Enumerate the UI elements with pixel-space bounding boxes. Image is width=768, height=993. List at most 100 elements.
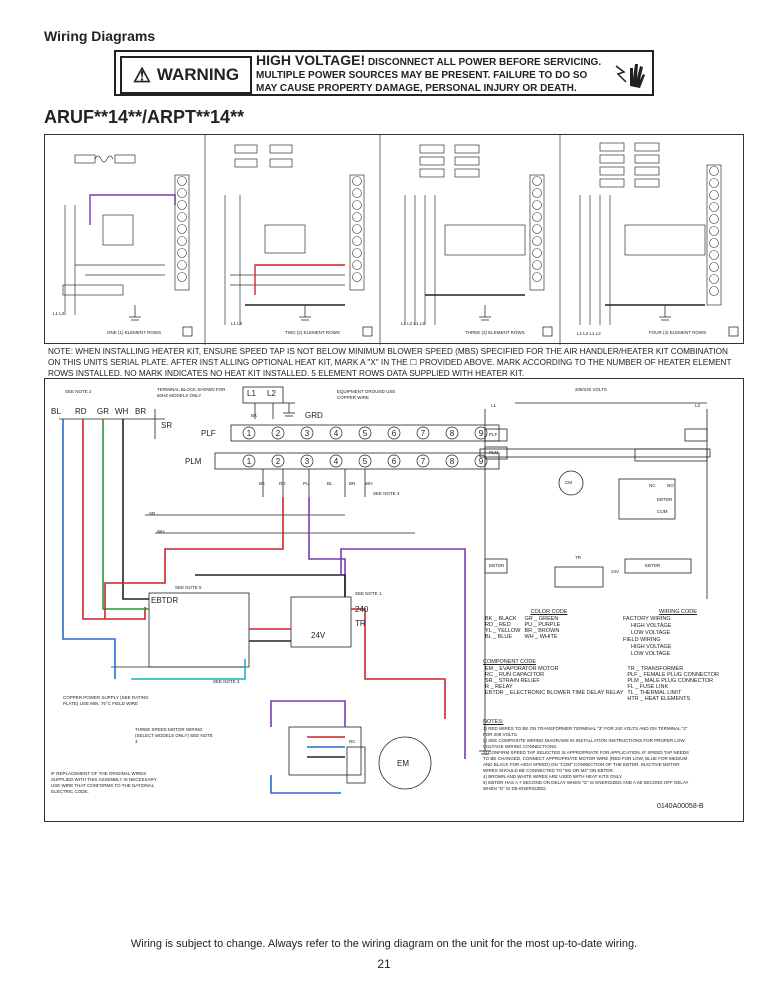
three-speed-note: THREE SPEED MOTOR WIRING (SELECT MODELS … — [135, 727, 213, 744]
plug-pin-number: 3 — [305, 457, 310, 466]
connector-pin — [352, 272, 362, 282]
wire-label-bl: BL — [51, 407, 61, 416]
page-number: 21 — [377, 957, 391, 971]
see-note-4-label: SEE NOTE 4 — [373, 491, 400, 496]
plug-pin-number: 9 — [479, 457, 484, 466]
component-code-item: EM _ EVAPORATOR MOTOR — [485, 666, 559, 672]
connector-pin — [352, 176, 362, 186]
note-item: 2) SEE COMPOSITE WIRING DIAGRAMS IN INST… — [483, 738, 685, 749]
equipment-ground-note: EQUIPMENT GROUND USE COPPER WIRE — [337, 389, 396, 400]
plug-pin — [474, 454, 488, 468]
wire-label-br: BR — [135, 407, 147, 416]
note-item: 1) RED WIRES TO BE ON TRANSFORMER TERMIN… — [483, 726, 688, 737]
warning-triangle-icon: ⚠ — [132, 64, 151, 87]
plug-pin-number: 8 — [450, 429, 455, 438]
color-code-title: COLOR CODE — [530, 609, 568, 615]
plm-wire-bk: BK — [259, 481, 266, 486]
plug-pin-number: 8 — [450, 457, 455, 466]
plug-pin-number: 7 — [421, 429, 426, 438]
connector-pin — [532, 200, 542, 210]
plug-pin — [300, 454, 314, 468]
connector-pin — [177, 236, 187, 246]
rc-label: RC — [349, 739, 356, 744]
plug-pin — [329, 454, 343, 468]
plm-wire-br: BR — [349, 481, 356, 486]
component-code-item: PLF _ FEMALE PLUG CONNECTOR — [627, 672, 719, 678]
connector-pin — [532, 176, 542, 186]
connector-pin — [352, 212, 362, 222]
plm-wire-pu: PU — [303, 481, 310, 486]
connector-pin — [177, 248, 187, 258]
connector-pin — [709, 274, 719, 284]
plug-pin-number: 5 — [363, 457, 368, 466]
plug-pin — [329, 426, 343, 440]
right-plm: PLM — [489, 450, 499, 455]
terminal-l2: L2 — [267, 389, 276, 398]
tr-label: TR — [575, 555, 581, 560]
component-code-title: COMPONENT CODE — [483, 659, 537, 665]
plug-pin — [271, 454, 285, 468]
connector-pin — [352, 260, 362, 270]
plug-pin-number: 4 — [334, 457, 339, 466]
connector-pin — [177, 224, 187, 234]
nc-label: NC — [649, 483, 656, 488]
connector-pin — [709, 250, 719, 260]
plug-pin-number: 4 — [334, 429, 339, 438]
component-code-item: FL _ FUSE LINK — [627, 684, 669, 690]
connector-pin — [532, 212, 542, 222]
com-label: COM — [657, 509, 668, 514]
wiring-code-item: LOW VOLTAGE — [631, 651, 671, 657]
warning-badge-label: WARNING — [156, 65, 240, 84]
connector-pin — [532, 248, 542, 258]
connector-pin — [709, 202, 719, 212]
terminals-panel-4: L1 L2 L1 L2 — [577, 331, 601, 336]
connector-pin — [177, 212, 187, 222]
plm-wire-bl: BL — [327, 481, 333, 486]
see-note-2-label: SEE NOTE 2 — [65, 389, 92, 394]
see-note-1-label: SEE NOTE 1 — [355, 591, 382, 596]
plug-pin — [242, 454, 256, 468]
terminal-l1: L1 — [247, 389, 256, 398]
component-code-item: EBTDR _ ELECTRONIC BLOWER TIME DELAY REL… — [485, 690, 624, 696]
connector-pin — [709, 214, 719, 224]
plug-pin-number: 1 — [247, 429, 252, 438]
warning-line-1: DISCONNECT ALL POWER BEFORE SERVICING. — [367, 57, 602, 68]
wiring-code-item: HIGH VOLTAGE — [631, 644, 672, 650]
element-rows-schematic — [62, 135, 739, 345]
warning-line-3: MAY CAUSE PROPERTY DAMAGE, PERSONAL INJU… — [256, 83, 577, 94]
plm-wire-rd: RD — [279, 481, 286, 486]
ebtdr-right-label: EBTDR — [645, 563, 661, 568]
warning-box: ⚠ WARNING HIGH VOLTAGE! DISCONNECT ALL P… — [114, 50, 654, 96]
color-code-item: WH _ WHITE — [524, 634, 558, 640]
note-item: 4) BROWN AND WHITE WIRES ARE USED WITH H… — [483, 774, 623, 779]
plug-pin-number: 7 — [421, 457, 426, 466]
wiring-code-item: FIELD WIRING — [623, 637, 661, 643]
wiring-code-item: HIGH VOLTAGE — [631, 623, 672, 629]
wiring-code-item: FACTORY WIRING — [623, 616, 671, 622]
notes-title: NOTES: — [483, 719, 504, 725]
tr-240-label: 240 — [355, 605, 369, 614]
color-code-item: PU _ PURPLE — [524, 622, 561, 628]
plug-pin — [387, 426, 401, 440]
part-number: 0140A00058-B — [657, 803, 704, 810]
plm-label: PLM — [185, 457, 202, 466]
plug-pin — [242, 426, 256, 440]
bk-label: BK — [251, 413, 258, 418]
connector-pin — [532, 272, 542, 282]
right-plf: PLF — [489, 432, 498, 437]
plug-pin — [387, 454, 401, 468]
warning-line-2: MULTIPLE POWER SOURCES MAY BE PRESENT. F… — [256, 70, 588, 81]
color-code-item: YL _ YELLOW — [485, 628, 521, 634]
component-code-item: RC _ RUN CAPACITOR — [485, 672, 545, 678]
strain-relief-label: SR — [161, 421, 173, 430]
plf-label: PLF — [201, 429, 216, 438]
tr-24v-label: 24V — [611, 569, 620, 574]
connector-pin — [177, 176, 187, 186]
connector-pin — [532, 260, 542, 270]
component-code-item: HTR _ HEAT ELEMENTS — [627, 696, 691, 702]
connector-pin — [709, 190, 719, 200]
hand-shock-icon — [615, 64, 645, 88]
connector-pin — [352, 248, 362, 258]
